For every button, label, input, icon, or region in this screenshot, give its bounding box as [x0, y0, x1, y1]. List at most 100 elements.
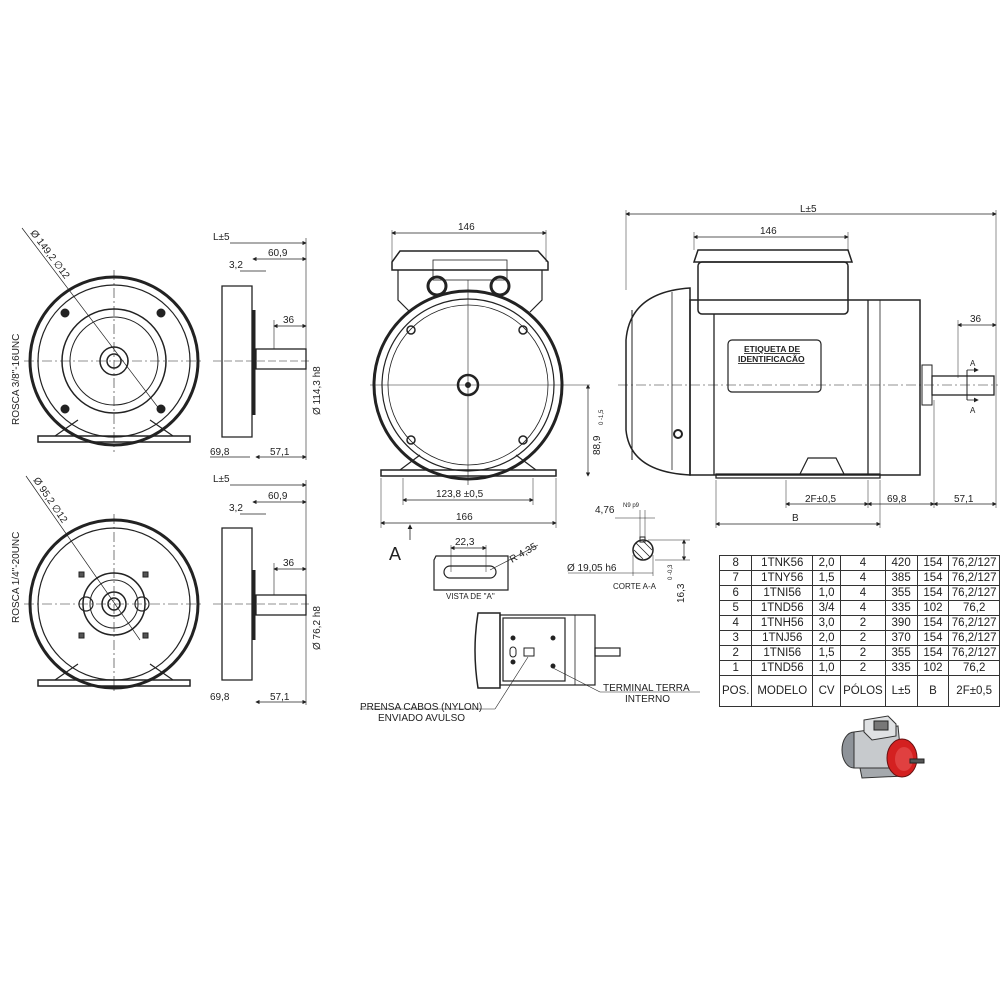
- cell: 1,0: [812, 585, 842, 601]
- side-view-1-L: L±5: [213, 232, 230, 243]
- cell: 102: [916, 600, 950, 616]
- prensa-label-1: PRENSA CABOS (NYLON): [360, 702, 482, 713]
- cell: 390: [884, 615, 918, 631]
- side-view-1-dim-3-2: 3,2: [229, 260, 243, 271]
- table-row: 6 1TNI56 1,0 4 355 154 76,2/127: [718, 585, 1000, 601]
- side-view-2-dim-60-9: 60,9: [268, 491, 288, 502]
- cell: 4: [840, 600, 886, 616]
- side-view-2-shaft-dia: Ø 76,2 h8: [312, 606, 323, 650]
- cell: 2: [840, 645, 886, 661]
- front-view-1: [21, 227, 204, 452]
- nameplate-line-1: ETIQUETA DE: [744, 344, 801, 354]
- cell: 335: [884, 660, 918, 676]
- cell: 3/4: [812, 600, 842, 616]
- header-cell: B: [916, 675, 950, 707]
- cell: 355: [884, 645, 918, 661]
- cell: 154: [916, 570, 950, 586]
- main-dim-36: 36: [970, 314, 982, 325]
- side-view-1: [210, 238, 310, 460]
- cell: 1TNH56: [751, 615, 814, 631]
- cell: 355: [884, 585, 918, 601]
- table-row: 8 1TNK56 2,0 4 420 154 76,2/127: [718, 555, 1000, 571]
- table-row: 5 1TND56 3/4 4 335 102 76,2: [718, 600, 1000, 616]
- cell: 4: [718, 615, 753, 631]
- nameplate-line-2: IDENTIFICACÃO: [738, 354, 805, 364]
- cell: 76,2/127: [948, 645, 1000, 661]
- side-view-2-dim-36: 36: [283, 558, 295, 569]
- cell: 154: [916, 645, 950, 661]
- header-cell: 2F±0,5: [948, 675, 1000, 707]
- cell: 1TNI56: [751, 645, 814, 661]
- main-dim-57-1: 57,1: [954, 494, 974, 505]
- side-view-1-dim-60-9: 60,9: [268, 248, 288, 259]
- main-width-146: 146: [760, 226, 777, 237]
- cell: 3: [718, 630, 753, 646]
- corte-aa: [568, 510, 690, 576]
- cell: 154: [916, 585, 950, 601]
- header-cell: POS.: [718, 675, 753, 707]
- end-view-height: 88,9: [592, 435, 603, 455]
- cell: 76,2/127: [948, 615, 1000, 631]
- cell: 1TNJ56: [751, 630, 814, 646]
- vista-a: [433, 544, 539, 591]
- cell: 76,2/127: [948, 570, 1000, 586]
- main-dim-69-8: 69,8: [887, 494, 907, 505]
- cell: 1TNI56: [751, 585, 814, 601]
- cell: 2,0: [812, 555, 842, 571]
- side-view-2: [213, 480, 310, 705]
- side-view-1-dim-36: 36: [283, 315, 295, 326]
- terminal-label-2: INTERNO: [625, 694, 670, 705]
- cell: 7: [718, 570, 753, 586]
- cell: 4: [840, 555, 886, 571]
- side-view-1-dim-69-8: 69,8: [210, 447, 230, 458]
- header-cell: PÓLOS: [840, 675, 886, 707]
- cell: 2: [718, 645, 753, 661]
- terminal-label-1: TERMINAL TERRA: [603, 683, 690, 694]
- side-view-1-dim-57-1: 57,1: [270, 447, 290, 458]
- corte-key-height: 16,3: [676, 583, 687, 603]
- cell: 2: [840, 630, 886, 646]
- side-view-2-dim-57-1: 57,1: [270, 692, 290, 703]
- cell: 370: [884, 630, 918, 646]
- front-view-1-diameter: Ø 149,2 ∅12: [28, 228, 72, 281]
- cell: 76,2/127: [948, 555, 1000, 571]
- front-view-2-thread: ROSCA 1/4"-20UNC: [11, 532, 22, 623]
- cell: 1TNK56: [751, 555, 814, 571]
- corte-key-width: 4,76: [595, 505, 615, 516]
- cell: 1TND56: [751, 660, 814, 676]
- table-row: 7 1TNY56 1,5 4 385 154 76,2/127: [718, 570, 1000, 586]
- side-view-2-dim-3-2: 3,2: [229, 503, 243, 514]
- vista-a-radius: R 4,35: [508, 541, 539, 565]
- cell: 2,0: [812, 630, 842, 646]
- section-mark-top: A: [970, 359, 976, 368]
- view-marker-a: A: [389, 544, 401, 564]
- section-mark-bottom: A: [970, 406, 976, 415]
- corte-key-height-tol: 0 -0,3: [668, 564, 674, 580]
- cell: 76,2/127: [948, 630, 1000, 646]
- top-view: [360, 612, 700, 710]
- end-view-width: 146: [458, 222, 475, 233]
- side-view-2-L: L±5: [213, 474, 230, 485]
- corte-key-tol: N9 p9: [623, 503, 640, 509]
- cell: 3,0: [812, 615, 842, 631]
- cell: 4: [840, 585, 886, 601]
- table-header-row: POS. MODELO CV PÓLOS L±5 B 2F±0,5: [718, 675, 1000, 707]
- corte-shaft-dia: Ø 19,05 h6: [567, 563, 617, 574]
- cell: 102: [916, 660, 950, 676]
- cell: 76,2/127: [948, 585, 1000, 601]
- cell: 5: [718, 600, 753, 616]
- header-cell: MODELO: [751, 675, 814, 707]
- cell: 76,2: [948, 660, 1000, 676]
- header-cell: L±5: [884, 675, 918, 707]
- table-row: 1 1TND56 1,0 2 335 102 76,2: [718, 660, 1000, 676]
- table-row: 2 1TNI56 1,5 2 355 154 76,2/127: [718, 645, 1000, 661]
- cell: 76,2: [948, 600, 1000, 616]
- cell: 1,0: [812, 660, 842, 676]
- cell: 2: [840, 615, 886, 631]
- end-view-height-tol: 0 -1,5: [599, 409, 605, 425]
- cell: 420: [884, 555, 918, 571]
- side-view-1-shaft-dia: Ø 114,3 h8: [312, 366, 323, 415]
- cell: 1,5: [812, 570, 842, 586]
- table-row: 3 1TNJ56 2,0 2 370 154 76,2/127: [718, 630, 1000, 646]
- front-view-1-thread: ROSCA 3/8"-16UNC: [11, 334, 22, 425]
